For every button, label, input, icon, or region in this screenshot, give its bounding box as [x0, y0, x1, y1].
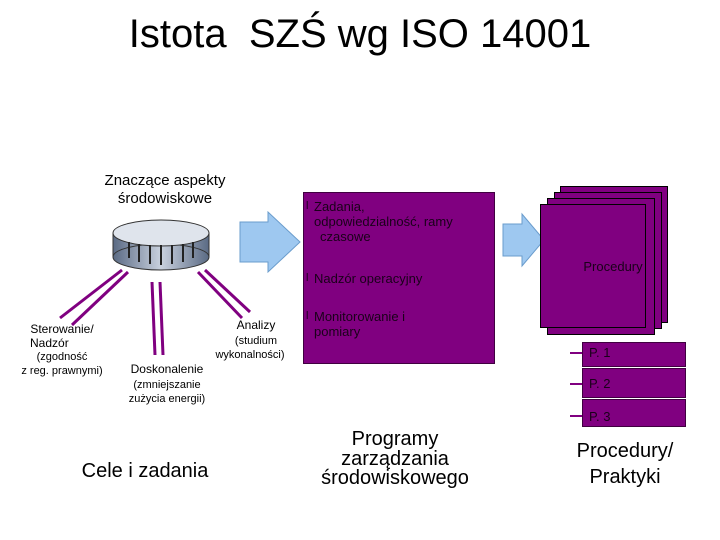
bullet-icon: l: [306, 310, 309, 322]
item-monitorowanie: l Monitorowanie i pomiary: [306, 309, 486, 339]
aspects-label: Znaczące aspekty środowiskowe: [80, 172, 250, 208]
leg-sterowanie-2: [70, 270, 130, 327]
p-connectors: [570, 352, 582, 417]
bullet-icon: l: [306, 200, 309, 212]
arrow-right-icon-2: [502, 212, 545, 268]
p-box-2: P. 2: [582, 368, 686, 398]
analizy-line1: Analizy: [236, 318, 276, 332]
page-title: Istota SZŚ wg ISO 14001: [128, 12, 592, 56]
item-zadania: l Zadania, odpowiedzialność, ramy czasow…: [306, 199, 486, 244]
item-zadania-line3: czasowe: [320, 229, 371, 244]
analizy-label: Analizy (studium wykonalności): [202, 318, 298, 362]
sterowanie-line4: z reg. prawnymi): [21, 365, 103, 377]
procedury-stack-front: Procedury: [540, 204, 646, 328]
cylinder-icon: [112, 219, 210, 271]
cele-label: Cele i zadania: [81, 460, 209, 482]
item-monitorowanie-line1: Monitorowanie i: [314, 309, 406, 324]
p-box-1-label: P. 1: [589, 345, 611, 360]
p-box-2-label: P. 2: [589, 376, 611, 391]
leg-doskonalenie-2: [158, 281, 165, 356]
sterowanie-line3: (zgodność: [36, 351, 88, 363]
leg-doskonalenie: [150, 281, 157, 356]
aspects-label-line2: środowiskowe: [117, 190, 213, 207]
programy-line1: Programy: [351, 428, 439, 450]
procedury-stack-label: Procedury: [583, 258, 643, 274]
item-nadzor-text: Nadzór operacyjny: [314, 271, 423, 286]
programy-line2: zarządzania: [341, 448, 449, 470]
leg-analizy: [196, 270, 244, 320]
doskonalenie-line3: zużycia energii): [128, 393, 206, 405]
hub-legs: [59, 268, 252, 356]
p-box-3-label: P. 3: [589, 409, 611, 424]
sterowanie-label: Sterowanie/ Nadzór (zgodność z reg. praw…: [8, 322, 116, 378]
doskonalenie-line1: Doskonalenie: [130, 362, 204, 376]
analizy-line2: (studium: [234, 335, 278, 347]
p-box-3: P. 3: [582, 399, 686, 427]
leg-analizy-2: [203, 268, 252, 314]
doskonalenie-label: Doskonalenie (zmniejszanie zużycia energ…: [118, 362, 216, 406]
item-monitorowanie-line2: pomiary: [314, 324, 361, 339]
main-box: l Zadania, odpowiedzialność, ramy czasow…: [303, 192, 495, 364]
analizy-line3: wykonalności): [215, 349, 285, 361]
leg-sterowanie: [59, 268, 123, 320]
procedury-praktyki-label: Procedury/ Praktyki: [540, 440, 710, 488]
procedury-praktyki-line2: Praktyki: [589, 466, 661, 488]
doskonalenie-line2: (zmniejszanie: [133, 379, 201, 391]
programy-label: Programy zarządzania środowiskowego: [300, 428, 490, 488]
procedury-praktyki-line1: Procedury/: [576, 440, 674, 462]
p-box-1: P. 1: [582, 342, 686, 367]
item-zadania-line1: Zadania,: [314, 199, 365, 214]
aspects-label-line1: Znaczące aspekty: [104, 172, 226, 189]
bullet-icon: l: [306, 272, 309, 284]
item-nadzor: l Nadzór operacyjny: [306, 271, 486, 286]
programy-line3: środowiskowego: [321, 467, 469, 489]
item-zadania-line2: odpowiedzialność, ramy: [314, 214, 453, 229]
sterowanie-line1: Sterowanie/: [30, 322, 94, 336]
arrow-right-icon-1: [239, 210, 301, 274]
sterowanie-line2: Nadzór: [30, 336, 69, 350]
